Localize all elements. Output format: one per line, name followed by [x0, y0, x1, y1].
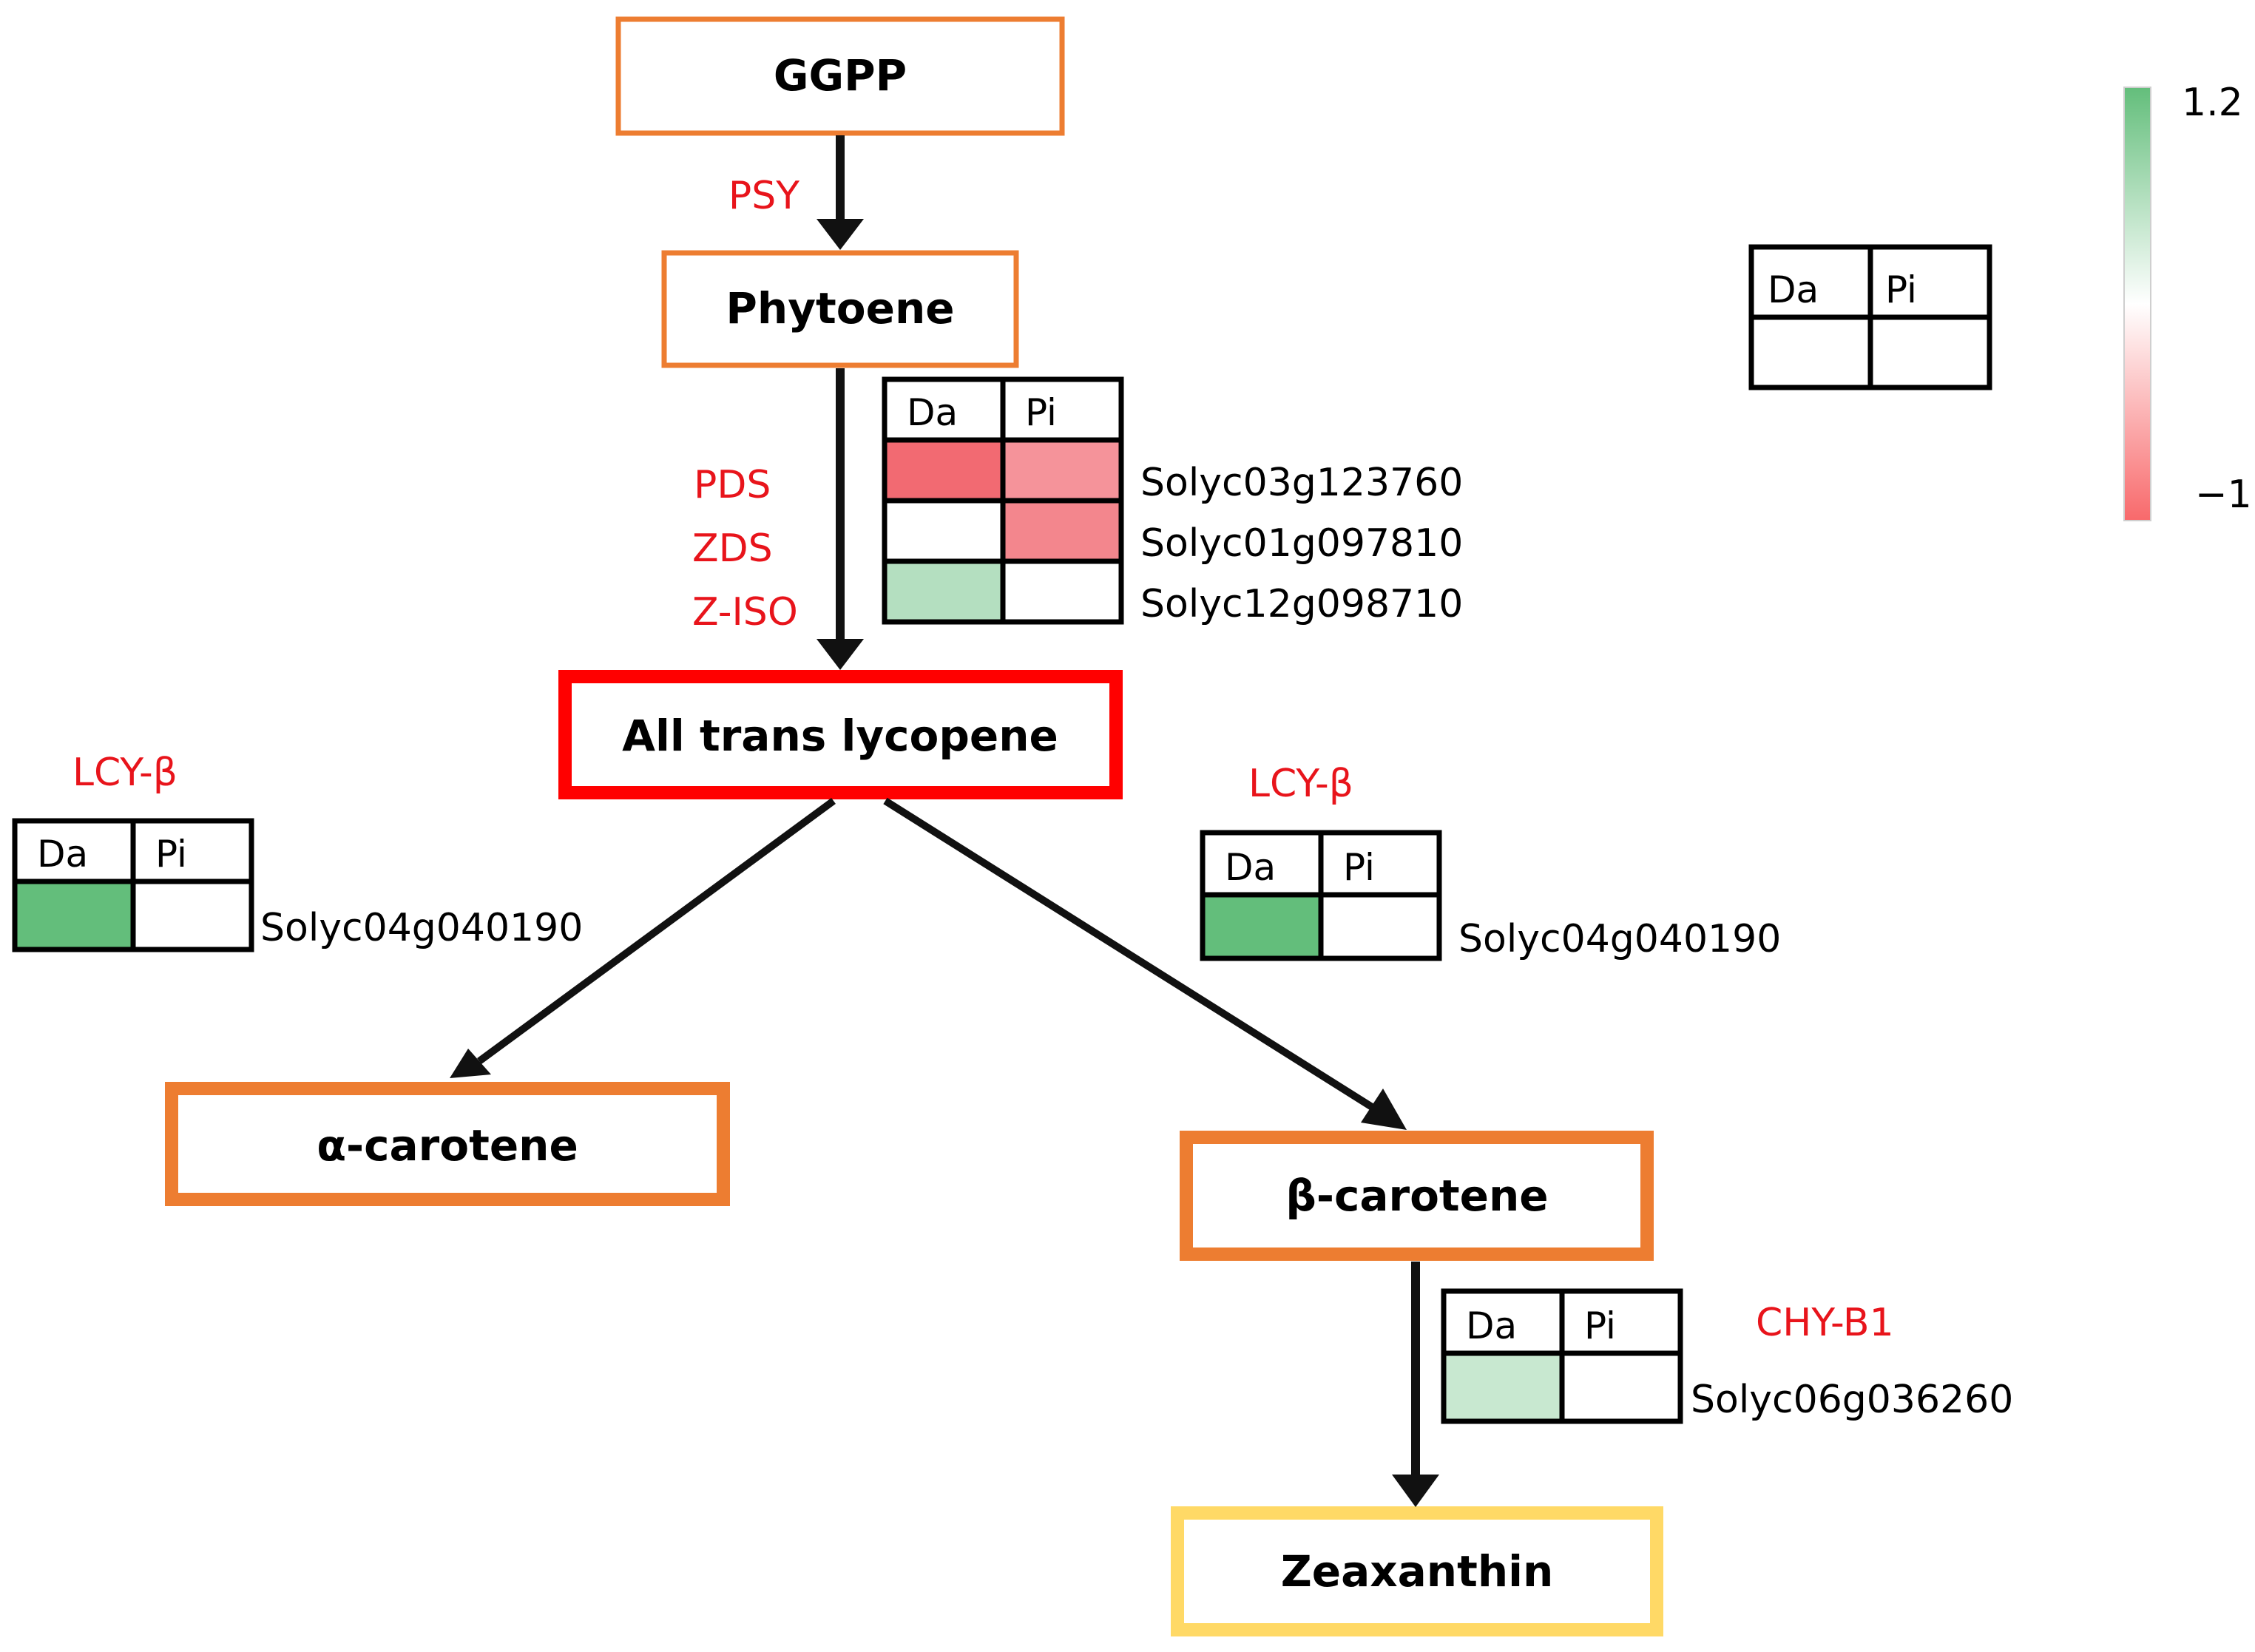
gene-id-label: Solyc03g123760	[1140, 461, 1463, 505]
node-beta-carotene: β-carotene	[1180, 1131, 1654, 1261]
heatmap-header-pi: Pi	[1343, 846, 1375, 889]
heatmap-cell	[1562, 1353, 1680, 1421]
arrow-phytoene-to-lycopene	[817, 368, 864, 670]
enzyme-pds-label: PDS	[694, 463, 771, 507]
heatmap-header-pi: Pi	[1025, 391, 1057, 434]
heatmap-cell	[1003, 440, 1121, 501]
enzyme-lcyb-left-label: LCY-β	[72, 751, 178, 795]
heatmap-header-da: Da	[1225, 846, 1276, 889]
node-alpha-carotene-label: α-carotene	[317, 1120, 578, 1171]
node-beta-carotene-label: β-carotene	[1285, 1171, 1548, 1221]
node-alpha-carotene: α-carotene	[165, 1082, 730, 1206]
node-zeaxanthin-label: Zeaxanthin	[1281, 1546, 1554, 1597]
node-lycopene-label: All trans lycopene	[622, 711, 1058, 761]
node-ggpp-label: GGPP	[774, 50, 907, 101]
enzyme-zds-label: ZDS	[692, 527, 773, 571]
legend-da-pi-table: Da Pi	[1748, 244, 1992, 390]
gene-id-label: Solyc12g098710	[1140, 582, 1463, 626]
gene-id-label: Solyc04g040190	[260, 906, 583, 950]
arrow-beta-carotene-to-zeaxanthin	[1392, 1262, 1439, 1507]
heatmap-cell	[1003, 561, 1121, 622]
heatmap-header-pi: Pi	[1584, 1304, 1616, 1347]
gene-id-label: Solyc01g097810	[1140, 521, 1463, 566]
heatmap-cell	[133, 881, 251, 949]
legend-header-pi: Pi	[1885, 268, 1917, 311]
enzyme-chyb1-label: CHY-B1	[1756, 1301, 1894, 1345]
node-phytoene-label: Phytoene	[726, 283, 954, 334]
heatmap-cell	[885, 501, 1003, 561]
color-scale-min-label: −1	[2195, 473, 2252, 517]
heatmap-cell	[1203, 895, 1321, 958]
heatmap-header-da: Da	[1466, 1304, 1517, 1347]
heatmap-cell	[1003, 501, 1121, 561]
enzyme-psy-label: PSY	[728, 174, 799, 218]
heatmap-header-da: Da	[907, 391, 958, 434]
node-zeaxanthin: Zeaxanthin	[1171, 1506, 1663, 1636]
color-scale-max-label: 1.2	[2182, 81, 2243, 125]
heatmap-cell	[15, 881, 133, 949]
node-ggpp: GGPP	[615, 16, 1065, 136]
legend-header-da: Da	[1768, 268, 1819, 311]
enzyme-ziso-label: Z-ISO	[692, 590, 798, 634]
color-scale-bar: 1.2 −1	[2123, 81, 2252, 521]
heatmap-cell	[1444, 1353, 1562, 1421]
arrow-lycopene-to-alpha-carotene	[450, 797, 836, 1078]
heatmap-cell	[1321, 895, 1439, 958]
heatmap-phytoene-lycopene: Da PiSolyc03g123760Solyc01g097810Solyc12g…	[882, 376, 1463, 626]
enzyme-lcyb-right-label: LCY-β	[1248, 762, 1353, 806]
heatmap-cell	[885, 561, 1003, 622]
heatmap-header-pi: Pi	[155, 833, 187, 876]
node-all-trans-lycopene: All trans lycopene	[558, 670, 1123, 799]
gene-id-label: Solyc04g040190	[1458, 917, 1781, 961]
arrow-ggpp-to-phytoene	[817, 135, 864, 250]
arrow-lycopene-to-beta-carotene	[883, 797, 1407, 1130]
gene-id-label: Solyc06g036260	[1691, 1378, 2013, 1422]
heatmap-header-da: Da	[37, 833, 88, 876]
node-phytoene: Phytoene	[661, 250, 1019, 368]
heatmap-cell	[885, 440, 1003, 501]
